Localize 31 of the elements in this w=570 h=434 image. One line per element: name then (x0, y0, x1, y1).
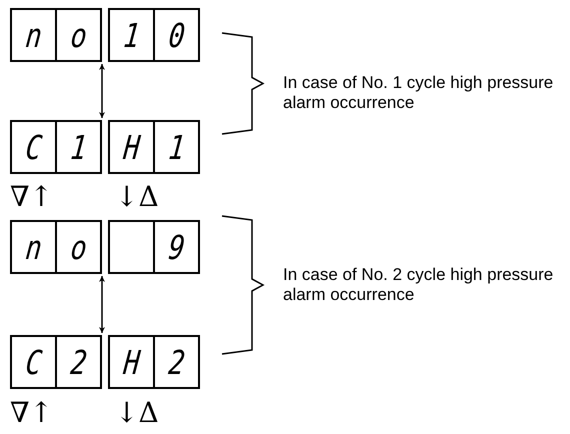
display-digit: H (122, 346, 142, 378)
display-digit: 2 (166, 346, 186, 378)
display-digit: o (68, 18, 88, 52)
display-digit: n (24, 230, 44, 264)
key-symbols: ↓Δ (115, 182, 159, 212)
display-digit: 9 (166, 230, 186, 264)
note-text: In case of No. 2 cycle high pressure alarm occurrence (283, 265, 554, 305)
display-digit: 1 (68, 130, 88, 164)
display-panel (108, 120, 200, 174)
display-panel (108, 220, 200, 274)
display-digit: H (122, 130, 142, 164)
display-digit: o (68, 230, 88, 264)
display-digit: C (24, 130, 44, 164)
key-symbols: ↓Δ (115, 398, 159, 428)
display-digit: 0 (166, 18, 186, 52)
key-symbols: ∇↑ (10, 182, 54, 212)
display-digit: C (24, 346, 44, 378)
display-panel (10, 220, 102, 274)
display-panel (10, 335, 102, 389)
display-panel (108, 335, 200, 389)
display-digit: 2 (68, 346, 88, 378)
display-digit: n (24, 18, 44, 52)
display-panel (10, 8, 102, 62)
double-arrow (99, 64, 105, 118)
display-digit: 1 (122, 18, 142, 52)
display-panel (10, 120, 102, 174)
note-text: In case of No. 1 cycle high pressure alarm occurrence (283, 73, 554, 113)
display-digit: 1 (166, 130, 186, 164)
double-arrow (99, 276, 105, 333)
key-symbols: ∇↑ (10, 398, 54, 428)
display-panel (108, 8, 200, 62)
